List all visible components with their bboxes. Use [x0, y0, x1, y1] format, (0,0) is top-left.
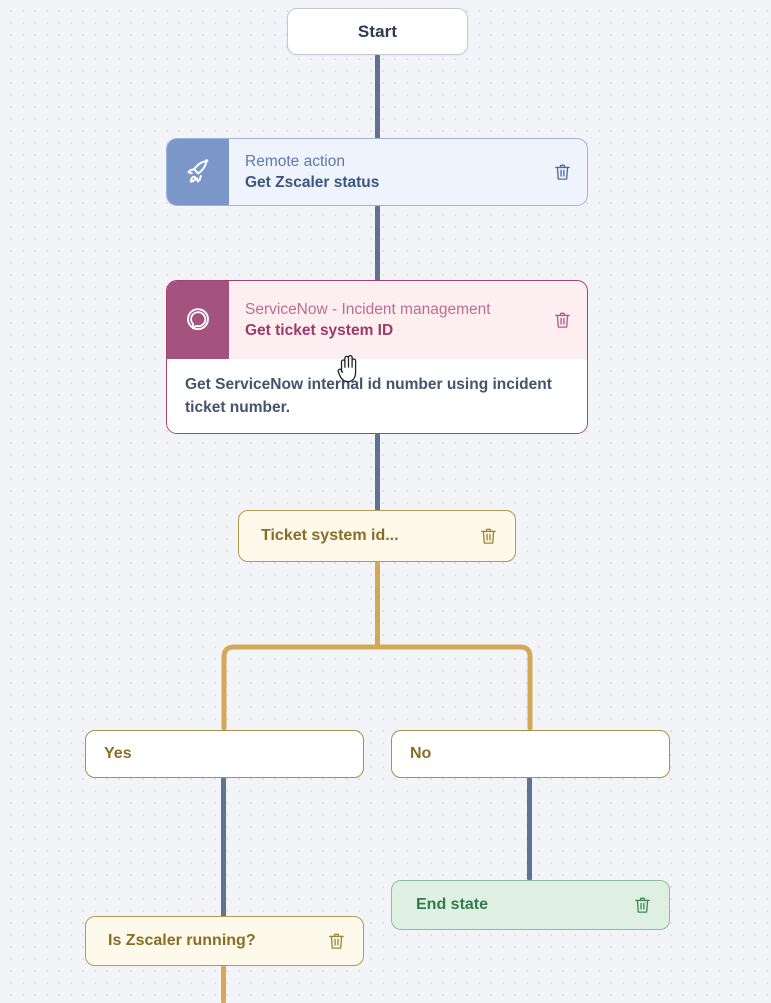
- connector-start-to-remote-action: [375, 55, 380, 140]
- node-end-state[interactable]: End state: [391, 880, 670, 930]
- node-ticket-system-id-condition[interactable]: Ticket system id...: [238, 510, 516, 562]
- node-start-label: Start: [357, 21, 398, 41]
- node-zscaler-running-condition[interactable]: Is Zscaler running?: [85, 916, 364, 966]
- trash-icon[interactable]: [631, 893, 653, 917]
- node-ticket-system-id-label: Ticket system id...: [261, 527, 399, 544]
- node-branch-yes-label: Yes: [104, 745, 132, 762]
- connector-branch-split: [221, 644, 533, 731]
- trash-icon[interactable]: [477, 524, 499, 548]
- node-remote-action-subtitle: Remote action: [245, 153, 345, 170]
- node-servicenow-subtitle: ServiceNow - Incident management: [245, 301, 491, 318]
- node-zscaler-running-label: Is Zscaler running?: [108, 932, 256, 949]
- node-servicenow-description: Get ServiceNow internal id number using …: [167, 359, 587, 433]
- connector-no-to-end-state: [527, 778, 532, 880]
- node-end-state-label: End state: [416, 896, 489, 913]
- node-remote-action[interactable]: Remote action Get Zscaler status: [166, 138, 588, 206]
- trash-icon[interactable]: [551, 308, 573, 332]
- connector-yes-to-zscaler-condition: [221, 778, 226, 918]
- node-remote-action-title: Get Zscaler status: [245, 174, 380, 191]
- connector-remote-action-to-servicenow: [375, 206, 380, 286]
- trash-icon[interactable]: [551, 160, 573, 184]
- rocket-icon: [167, 139, 229, 205]
- node-branch-no[interactable]: No: [391, 730, 670, 778]
- connector-zscaler-condition-stem: [221, 966, 226, 1003]
- trash-icon[interactable]: [325, 929, 347, 953]
- connector-servicenow-to-ticket-condition: [375, 434, 380, 514]
- node-branch-yes[interactable]: Yes: [85, 730, 364, 778]
- node-start[interactable]: Start: [287, 8, 468, 55]
- servicenow-icon: [167, 281, 229, 359]
- node-branch-no-label: No: [410, 745, 432, 762]
- node-servicenow-title: Get ticket system ID: [245, 322, 394, 339]
- node-servicenow-incident[interactable]: ServiceNow - Incident management Get tic…: [166, 280, 588, 434]
- connector-ticket-condition-stem: [375, 562, 380, 648]
